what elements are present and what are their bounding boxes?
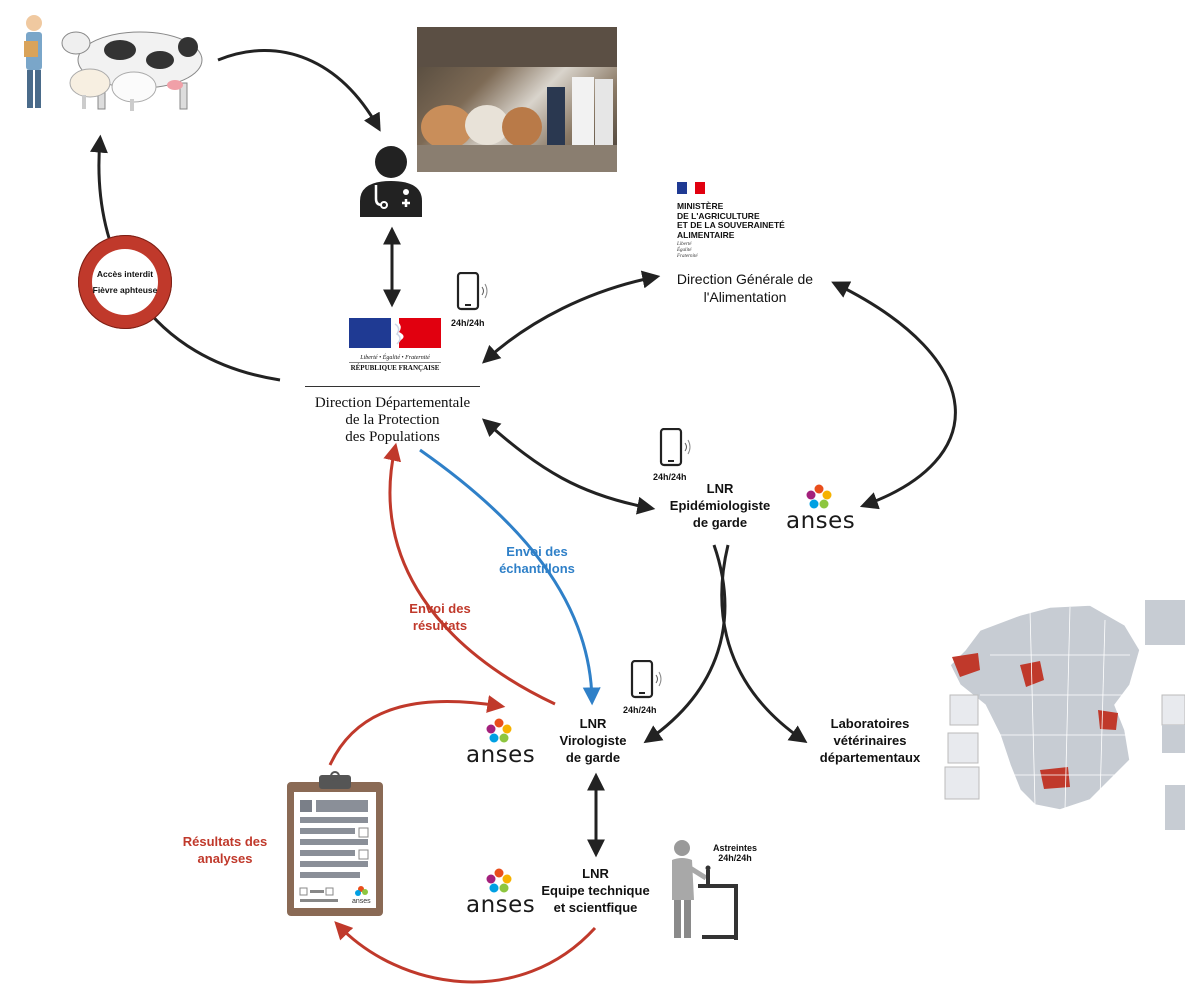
no-entry-sign: Accès interdit Fièvre aphteuse bbox=[78, 235, 172, 329]
ministry-line3: ET DE LA SOUVERAINETÉ bbox=[677, 220, 785, 230]
dgal-line2: l'Alimentation bbox=[703, 289, 787, 305]
virolo-line2: Virologiste bbox=[559, 733, 627, 748]
epidemio-line3: de garde bbox=[692, 515, 748, 530]
anses-logo-icon bbox=[486, 868, 512, 893]
phone-label-ddpp: 24h/24h bbox=[451, 318, 485, 328]
arrow-team-to-report bbox=[334, 921, 597, 984]
anses-wordmark: anses bbox=[786, 508, 856, 534]
ddpp-line2: de la Protection bbox=[345, 412, 440, 428]
astreintes-label: Astreintes 24h/24h bbox=[704, 843, 766, 863]
arrow-farm-to-vet bbox=[217, 49, 381, 132]
results-sent-label: Envoi des résultats bbox=[385, 600, 495, 634]
arrow-dgal-anses bbox=[831, 281, 957, 510]
dgal-label: Direction Générale de l'Alimentation bbox=[640, 270, 850, 306]
arrow-epidemio-to-labs bbox=[720, 544, 808, 744]
epidemiologist-label: LNR Epidémiologiste de garde bbox=[655, 480, 785, 531]
map-region-highlight bbox=[1098, 710, 1118, 730]
ddpp-label: Direction Départementale de la Protectio… bbox=[290, 395, 495, 446]
ministry-logo: MINISTÈRE DE L'AGRICULTURE ET DE LA SOUV… bbox=[677, 181, 817, 260]
samples-line2: échantillons bbox=[499, 561, 575, 576]
analysis-line1: Résultats des bbox=[182, 834, 268, 849]
labs-line2: vétérinaires bbox=[833, 733, 907, 748]
barn-photo bbox=[417, 27, 617, 172]
samples-line1: Envoi des bbox=[506, 544, 568, 559]
ddpp-line3: des Populations bbox=[345, 429, 440, 445]
equipe-line2: Equipe technique bbox=[541, 883, 650, 898]
arrow-epidemio-to-virolo bbox=[643, 544, 727, 744]
ministry-motto1: Liberté bbox=[677, 242, 692, 247]
anses-logo-icon bbox=[806, 484, 832, 509]
ministry-line2: DE L'AGRICULTURE bbox=[677, 210, 760, 221]
ministry-line4: ALIMENTAIRE bbox=[677, 229, 735, 240]
arrow-results-to-ddpp bbox=[383, 442, 556, 706]
republique-motto: Liberté • Égalité • Fraternité bbox=[360, 355, 430, 361]
equipe-line1: LNR bbox=[582, 866, 609, 881]
analysis-report-icon bbox=[287, 771, 383, 916]
anses-small-wordmark: anses bbox=[352, 898, 371, 905]
ministry-motto3: Fraternité bbox=[677, 254, 698, 259]
anses-wordmark: anses bbox=[466, 892, 536, 918]
virologist-label: LNR Virologiste de garde bbox=[538, 715, 648, 766]
anses-logo-icon bbox=[486, 718, 512, 743]
map-region-highlight bbox=[1040, 767, 1070, 789]
epidemio-line2: Epidémiologiste bbox=[669, 498, 771, 513]
ministry-motto2: Égalité bbox=[677, 248, 692, 253]
phone-icon bbox=[630, 660, 662, 699]
republique-francaise-logo: Liberté • Égalité • Fraternité RÉPUBLIQU… bbox=[349, 318, 441, 372]
arrow-ddpp-epidemio bbox=[481, 418, 656, 515]
equipe-line3: et scientfique bbox=[553, 900, 638, 915]
phone-label-epidemio: 24h/24h bbox=[653, 472, 687, 482]
analysis-line2: analyses bbox=[197, 851, 253, 866]
dgal-line1: Direction Générale de bbox=[676, 271, 814, 287]
ministry-line1: MINISTÈRE bbox=[677, 201, 724, 211]
virolo-line3: de garde bbox=[565, 750, 621, 765]
results-sent-line2: résultats bbox=[412, 618, 468, 633]
french-flag-icon bbox=[677, 182, 705, 194]
marianne-icon bbox=[349, 318, 441, 348]
results-sent-line1: Envoi des bbox=[409, 601, 471, 616]
analysis-results-label: Résultats des analyses bbox=[165, 833, 285, 867]
samples-label: Envoi des échantillons bbox=[482, 543, 592, 577]
republique-name: RÉPUBLIQUE FRANÇAISE bbox=[349, 362, 441, 372]
ddpp-divider bbox=[305, 386, 480, 387]
labs-line3: départementaux bbox=[819, 750, 921, 765]
ddpp-line1: Direction Départementale bbox=[314, 395, 471, 411]
labs-label: Laboratoires vétérinaires départementaux bbox=[805, 715, 935, 766]
farm-animals-icon bbox=[24, 15, 203, 111]
anses-wordmark: anses bbox=[466, 742, 536, 768]
lab-technician-icon bbox=[672, 840, 738, 940]
phone-label-virolo: 24h/24h bbox=[623, 705, 657, 715]
sign-line2: Fièvre aphteuse bbox=[92, 285, 158, 295]
arrow-report-to-virolo bbox=[328, 695, 506, 766]
arrow-samples bbox=[419, 448, 601, 706]
virolo-line1: LNR bbox=[579, 716, 607, 731]
labs-line1: Laboratoires bbox=[830, 716, 910, 731]
astreintes-line1: Astreintes bbox=[712, 843, 757, 853]
astreintes-line2: 24h/24h bbox=[718, 853, 752, 863]
france-map bbox=[944, 600, 1185, 830]
phone-icon bbox=[659, 428, 691, 467]
map-region-highlight bbox=[952, 653, 980, 677]
epidemio-line1: LNR bbox=[706, 481, 734, 496]
veterinarian-icon bbox=[360, 146, 422, 217]
arrow-dgal-ddpp bbox=[482, 270, 661, 364]
sign-line1: Accès interdit bbox=[96, 269, 154, 279]
team-label: LNR Equipe technique et scientfique bbox=[528, 865, 663, 916]
phone-icon bbox=[456, 272, 488, 311]
